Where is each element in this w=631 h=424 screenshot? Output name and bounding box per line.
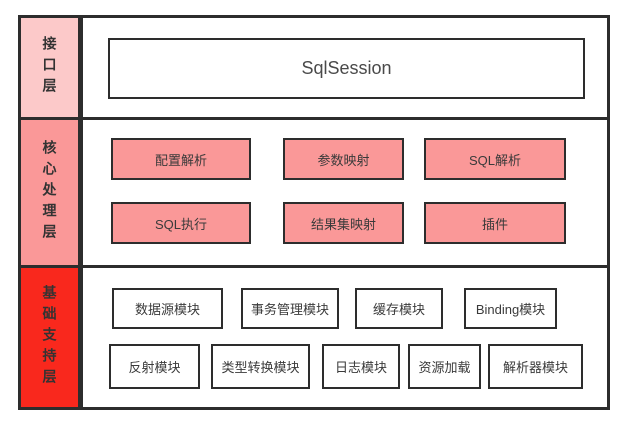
support-row-2: 反射模块 类型转换模块 日志模块 资源加载 解析器模块 bbox=[83, 344, 607, 389]
core-row-2: SQL执行 结果集映射 插件 bbox=[83, 202, 607, 244]
module-box-logging: 日志模块 bbox=[322, 344, 400, 389]
core-box-plugin: 插件 bbox=[424, 202, 566, 244]
interface-layer-content: SqlSession bbox=[83, 18, 607, 117]
module-box-cache: 缓存模块 bbox=[355, 288, 443, 329]
diagram-frame: 接口层 SqlSession 核心处理层 配置解析 参数映射 SQL解析 SQL… bbox=[18, 15, 610, 410]
core-box-config-parse: 配置解析 bbox=[111, 138, 251, 180]
core-row-1: 配置解析 参数映射 SQL解析 bbox=[83, 138, 607, 180]
support-layer-label-cell: 基础支持层 bbox=[21, 268, 83, 407]
core-box-sql-parse: SQL解析 bbox=[424, 138, 566, 180]
module-box-parser: 解析器模块 bbox=[488, 344, 583, 389]
module-box-binding: Binding模块 bbox=[464, 288, 557, 329]
interface-layer-label-cell: 接口层 bbox=[21, 18, 83, 117]
sqlsession-box: SqlSession bbox=[108, 38, 585, 99]
core-box-resultset-mapping: 结果集映射 bbox=[283, 202, 404, 244]
module-box-transaction: 事务管理模块 bbox=[241, 288, 339, 329]
core-layer-content: 配置解析 参数映射 SQL解析 SQL执行 结果集映射 插件 bbox=[83, 120, 607, 265]
core-layer-label-cell: 核心处理层 bbox=[21, 120, 83, 265]
interface-layer-label: 接口层 bbox=[41, 36, 58, 99]
core-box-sql-execute: SQL执行 bbox=[111, 202, 251, 244]
module-box-reflection: 反射模块 bbox=[109, 344, 200, 389]
core-box-parameter-mapping: 参数映射 bbox=[283, 138, 404, 180]
support-layer-row: 基础支持层 数据源模块 事务管理模块 缓存模块 Binding模块 反射模块 类… bbox=[21, 268, 607, 407]
module-box-type-conversion: 类型转换模块 bbox=[211, 344, 310, 389]
support-layer-content: 数据源模块 事务管理模块 缓存模块 Binding模块 反射模块 类型转换模块 … bbox=[83, 268, 607, 407]
support-layer-label: 基础支持层 bbox=[41, 285, 58, 390]
module-box-resource-loading: 资源加载 bbox=[408, 344, 481, 389]
core-layer-label: 核心处理层 bbox=[41, 140, 58, 245]
support-row-1: 数据源模块 事务管理模块 缓存模块 Binding模块 bbox=[83, 288, 607, 329]
core-layer-row: 核心处理层 配置解析 参数映射 SQL解析 SQL执行 结果集映射 插件 bbox=[21, 120, 607, 268]
module-box-datasource: 数据源模块 bbox=[112, 288, 223, 329]
interface-layer-row: 接口层 SqlSession bbox=[21, 18, 607, 120]
